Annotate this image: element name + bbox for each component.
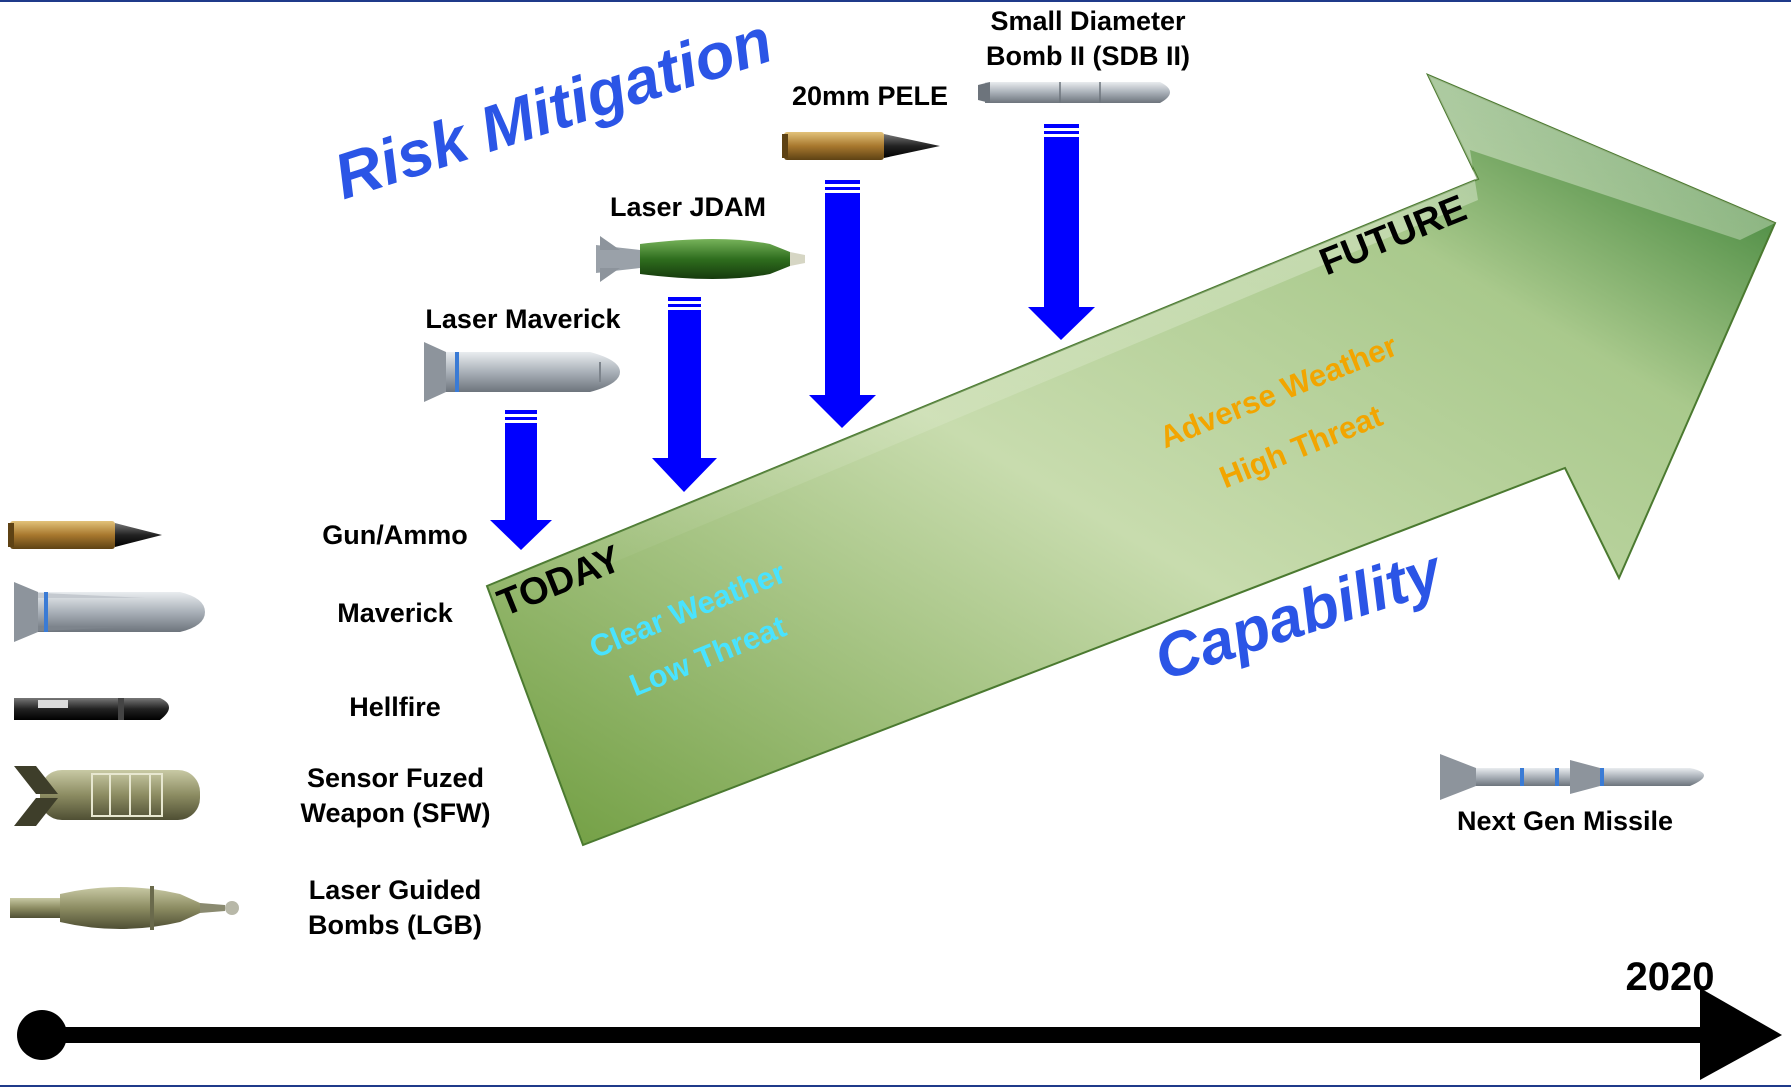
sfw-icon	[14, 766, 200, 826]
laser-jdam-icon	[596, 236, 805, 282]
hellfire-label: Hellfire	[349, 692, 441, 722]
laser-maverick-label: Laser Maverick	[425, 304, 621, 334]
timeline-end-label: 2020	[1625, 955, 1715, 999]
pele-label: 20mm PELE	[791, 81, 949, 111]
sfw-label: Sensor Fuzed Weapon (SFW)	[300, 763, 491, 829]
maverick-icon	[14, 582, 205, 642]
maverick-label: Maverick	[337, 598, 453, 628]
timeline	[17, 988, 1782, 1080]
sdb-ii-icon	[978, 82, 1170, 103]
top-rule	[0, 0, 1791, 2]
timeline-start-dot	[17, 1010, 67, 1060]
laser-jdam-label: Laser JDAM	[609, 192, 767, 222]
capability-arrow	[485, 73, 1777, 847]
pele-icon	[782, 132, 940, 160]
next-gen-missile-label: Next Gen Missile	[1456, 806, 1674, 836]
hellfire-icon	[14, 698, 169, 720]
sdb-ii-label: Small Diameter Bomb II (SDB II)	[986, 6, 1190, 72]
lgb-icon	[10, 886, 239, 930]
down-arrow-1	[490, 410, 552, 550]
laser-maverick-icon	[424, 342, 620, 402]
next-gen-missile-icon	[1440, 754, 1704, 800]
down-arrow-4	[1028, 124, 1095, 340]
down-arrow-3	[809, 180, 876, 428]
down-arrow-2	[652, 297, 717, 492]
lgb-label: Laser Guided Bombs (LGB)	[308, 875, 482, 941]
timeline-arrowhead	[1700, 988, 1782, 1080]
gun-ammo-label: Gun/Ammo	[322, 520, 468, 550]
gun-ammo-icon	[8, 521, 162, 549]
bottom-rule	[0, 1085, 1791, 1087]
